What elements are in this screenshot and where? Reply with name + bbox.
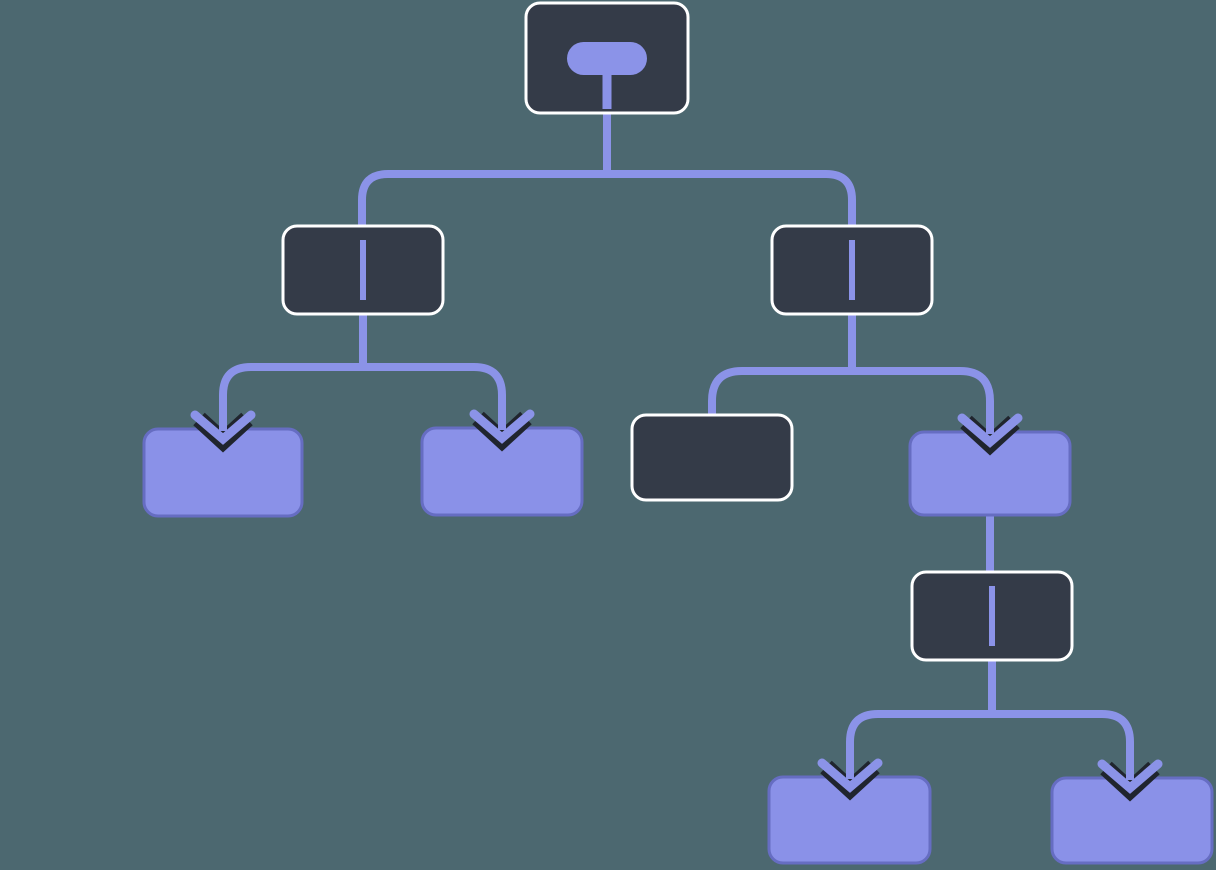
tree-node-root-pill	[567, 42, 647, 75]
arrowhead-leaf-1-purple-chevron	[190, 410, 256, 445]
connector-root-branch	[358, 170, 856, 232]
tree-node-dark-end[interactable]	[630, 413, 794, 502]
connector-left-branch-split	[219, 363, 506, 425]
arrowhead-leaf-4-purple-chevron	[817, 758, 883, 793]
connector-lower-branch-split	[846, 710, 1134, 773]
arrowhead-leaf-2-purple-chevron	[469, 409, 535, 444]
connector-right-branch-split	[708, 367, 994, 428]
arrowhead-leaf-5-purple-chevron	[1097, 759, 1163, 794]
arrowhead-mid-purple-purple-chevron	[957, 413, 1023, 448]
